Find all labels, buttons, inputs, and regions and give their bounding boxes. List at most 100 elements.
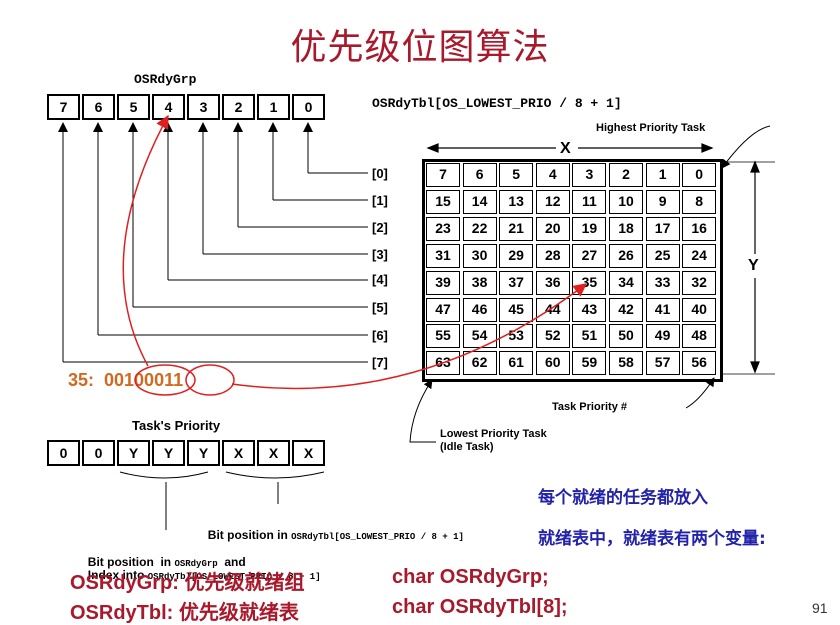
table-cell: 19 [572,216,607,241]
priority-bit-1: X [257,440,290,466]
index-note: Index into OSRdyTbl[OS_LOWEST_PRIO / 8 +… [70,548,321,602]
table-cell: 1 [645,163,680,187]
task-priority-number-label: Task Priority # [552,401,627,413]
table-cell: 56 [682,351,717,376]
table-cell: 63 [426,351,460,376]
def-osrdytbl: OSRdyTbl: 优先级就绪表 [70,602,299,624]
def-osrdygrp-decl: char OSRdyGrp; [392,566,549,588]
slide-title: 优先级位图算法 [290,27,550,68]
table-cell: 13 [499,189,534,214]
y-span-arrow [722,160,775,375]
table-cell: 22 [462,216,497,241]
highlight-xxx [185,364,235,396]
table-cell: 38 [462,270,497,295]
idle-task-label: (Idle Task) [440,441,494,453]
table-cell: 24 [682,243,717,268]
priority-bit-2: X [222,440,255,466]
x-span-arrow [426,143,714,153]
row-label-6: [6] [372,328,388,343]
page-number: 91 [812,600,828,616]
highest-priority-label: Highest Priority Task [596,122,706,134]
bitpos-tbl-code: OSRdyTbl[OS_LOWEST_PRIO / 8 + 1] [291,532,464,542]
table-cell: 36 [535,270,570,295]
highest-priority-pointer [721,125,771,169]
priority-bit-4: Y [152,440,185,466]
grp-bit-1: 1 [257,94,290,120]
table-cell: 43 [572,297,607,322]
bitpos-grp-note: Bit position in OSRdyGrp and [70,535,246,589]
grp-bit-6: 6 [82,94,115,120]
priority-bit-0: X [292,440,325,466]
grp-bit-0: 0 [292,94,325,120]
y-axis-label: Y [748,257,759,274]
priority-bit-5: Y [117,440,150,466]
table-cell: 4 [535,163,570,187]
task-priority-label: Task's Priority [132,418,221,433]
line-row-4 [167,128,368,281]
table-cell: 11 [572,189,607,214]
row-label-3: [3] [372,247,388,262]
table-cell: 52 [535,324,570,349]
table-cell: 33 [645,270,680,295]
table-cell: 47 [426,297,460,322]
table-cell: 0 [682,163,717,187]
table-cell: 50 [609,324,643,349]
table-cell: 9 [645,189,680,214]
table-cell: 42 [609,297,643,322]
cn-note-line-1: 每个就绪的任务都放入 [538,488,708,508]
priority-example: 35: 00100011 [68,370,184,390]
osrdygrp-label: OSRdyGrp [134,72,197,87]
table-cell: 39 [426,270,460,295]
table-cell: 8 [682,189,717,214]
osrdytbl-label: OSRdyTbl[OS_LOWEST_PRIO / 8 + 1] [372,96,622,111]
bitpos-grp-and: and [217,555,246,569]
table-cell: 7 [426,163,460,187]
lowest-priority-label: Lowest Priority Task [440,428,547,440]
table-cell: 3 [572,163,607,187]
table-cell: 31 [426,243,460,268]
table-cell: 18 [609,216,643,241]
lowest-priority-pointer [409,379,436,443]
arrow-to-grp-bit-4 [122,114,169,367]
table-cell: 40 [682,297,717,322]
table-cell: 21 [499,216,534,241]
index-code: OSRdyTbl[OS_LOWEST_PRIO / 8 + 1] [147,572,321,582]
table-cell: 17 [645,216,680,241]
table-cell: 23 [426,216,460,241]
table-cell: 2 [609,163,643,187]
table-cell: 14 [462,189,497,214]
table-cell: 30 [462,243,497,268]
table-cell: 12 [535,189,570,214]
table-cell: 59 [572,351,607,376]
table-cell: 46 [462,297,497,322]
priority-bit-7: 0 [47,440,80,466]
table-cell: 41 [645,297,680,322]
line-row-7 [62,128,368,363]
x-axis-label: X [560,140,571,157]
row-label-1: [1] [372,193,388,208]
grp-bit-7: 7 [47,94,80,120]
row-label-0: [0] [372,166,388,181]
table-cell: 5 [499,163,534,187]
line-row-1 [272,128,368,201]
table-cell: 27 [572,243,607,268]
table-cell: 34 [609,270,643,295]
table-cell: 6 [462,163,497,187]
grp-bit-5: 5 [117,94,150,120]
index-text: Index into [87,568,148,582]
def-osrdytbl-decl: char OSRdyTbl[8]; [392,596,568,618]
row-label-5: [5] [372,300,388,315]
table-cell: 45 [499,297,534,322]
table-cell: 55 [426,324,460,349]
bitpos-tbl-text: Bit position in [207,528,292,542]
table-cell: 37 [499,270,534,295]
table-cell: 29 [499,243,534,268]
arrow-to-cell-35 [231,283,588,390]
priority-bit-6: 0 [82,440,115,466]
line-row-3 [202,128,368,255]
table-cell: 49 [645,324,680,349]
table-cell: 58 [609,351,643,376]
table-cell: 62 [462,351,497,376]
